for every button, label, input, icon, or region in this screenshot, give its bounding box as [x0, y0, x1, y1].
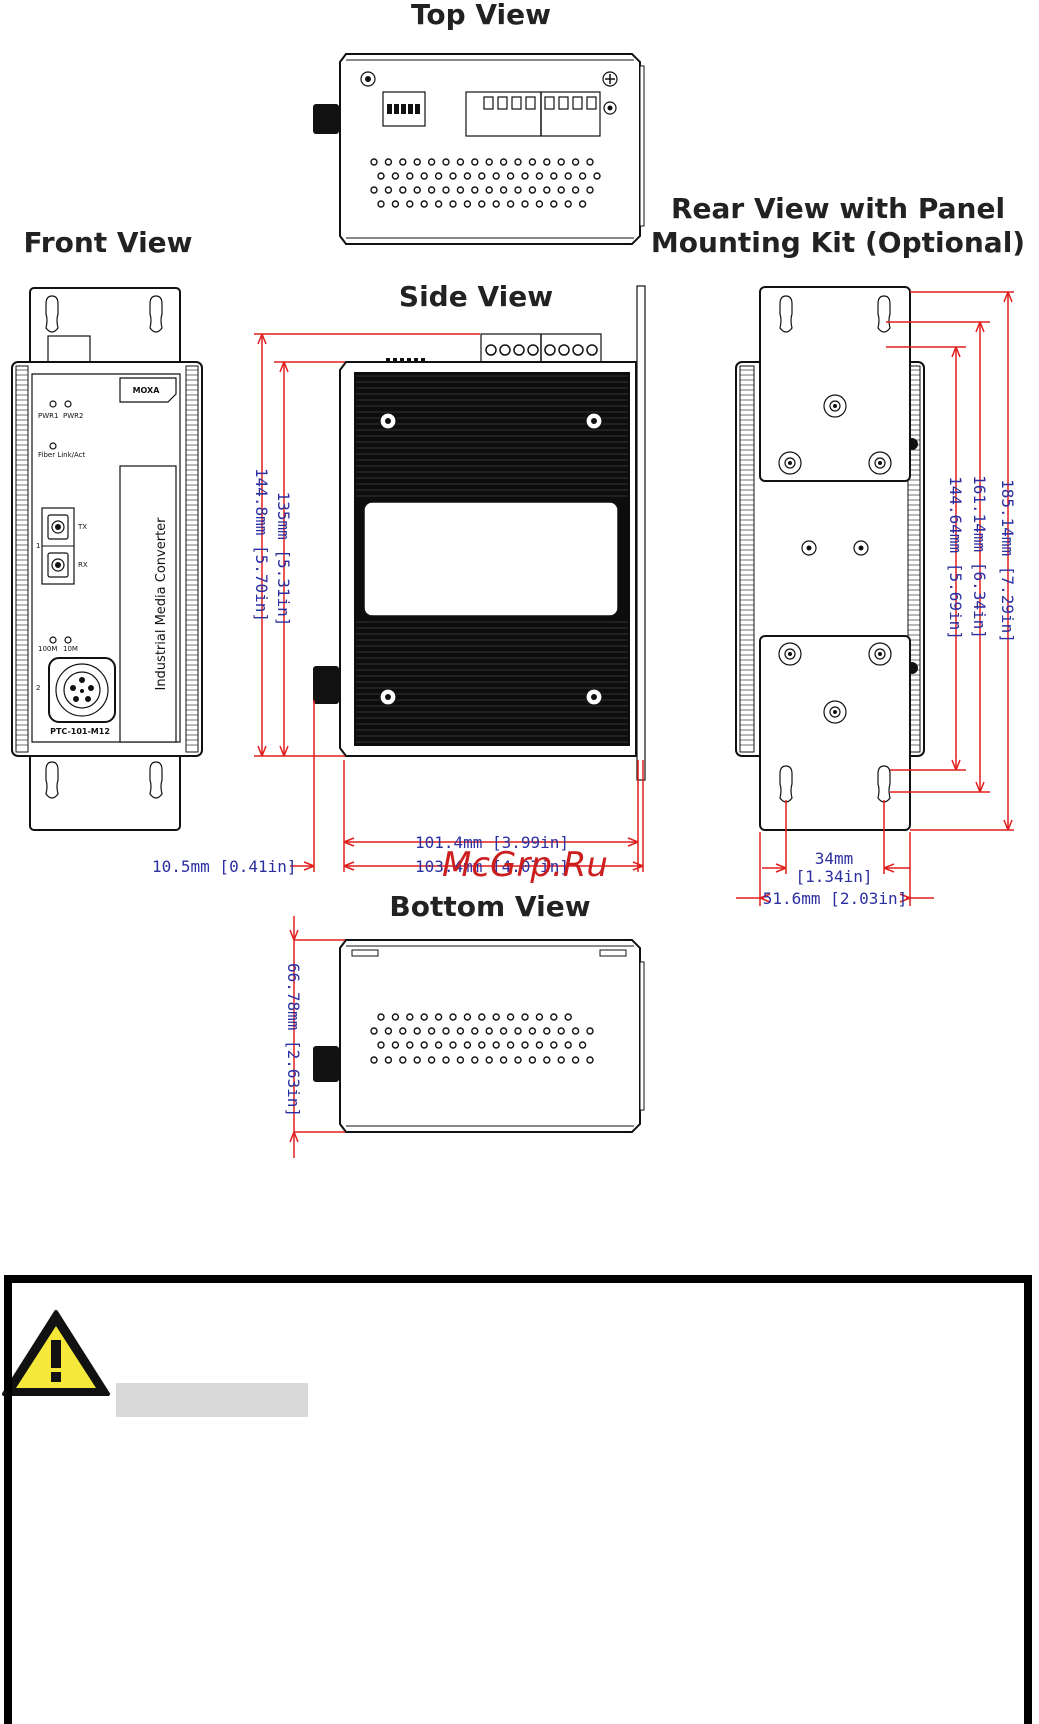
- side-view-drawing: [313, 285, 646, 781]
- bottom-view-body: [339, 939, 641, 1133]
- warning-icon: [2, 1310, 110, 1396]
- dim-34: 34mm: [815, 849, 854, 868]
- dim-51-6: 51.6mm [2.03in]: [763, 889, 908, 908]
- pwr2-label: PWR2: [63, 412, 83, 420]
- front-view-title: Front View: [23, 226, 192, 259]
- dim-10-5: 10.5mm [0.41in]: [152, 857, 297, 876]
- front-view-drawing: MOXA Industrial Media Converter PWR1 PWR…: [11, 287, 203, 831]
- pwr1-led: [49, 400, 57, 408]
- side-screws: [379, 412, 603, 706]
- tx-label: TX: [77, 523, 87, 531]
- top-view-title: Top View: [411, 0, 551, 31]
- top-vent-holes: [370, 158, 601, 208]
- port1-label: 1: [36, 542, 40, 550]
- bottom-dimensions: [289, 916, 345, 1158]
- watermark-text: McGrp.Ru: [442, 845, 608, 885]
- side-label-area: [363, 501, 619, 617]
- rear-view-title-line2: Mounting Kit (Optional): [651, 226, 1025, 259]
- side-m12-plug: [313, 666, 339, 704]
- top-connector-plug: [313, 104, 339, 134]
- rear-dimensions: [736, 291, 1014, 906]
- product-name-label: Industrial Media Converter: [154, 517, 169, 691]
- side-view-title: Side View: [399, 280, 553, 313]
- fiber-led: [49, 442, 57, 450]
- warning-label-placeholder: [116, 1383, 308, 1417]
- pwr2-led: [64, 400, 72, 408]
- dim-103-4: 103.4mm [4.07in]: [415, 857, 569, 876]
- top-view-body: [339, 53, 641, 245]
- port2-label: 2: [36, 684, 40, 692]
- rear-top-bracket: [759, 286, 911, 482]
- model-label: PTC-101-M12: [50, 727, 110, 736]
- rear-keyhole-top-left: [779, 295, 793, 333]
- dim-34-in: [1.34in]: [795, 867, 872, 886]
- dim-135: 135mm [5.31in]: [274, 492, 293, 627]
- dim-144-64: 144.64mm [5.69in]: [946, 476, 965, 640]
- side-dimensions: [254, 333, 644, 872]
- dim-185-14: 185.14mm [7.29in]: [998, 479, 1017, 643]
- 100m-led: [49, 636, 57, 644]
- fiber-label: Fiber Link/Act: [38, 451, 86, 459]
- rear-view-drawing: [735, 286, 925, 831]
- dim-144-8: 144.8mm [5.70in]: [252, 468, 271, 622]
- dim-66-78: 66.78mm [2.63in]: [284, 963, 303, 1117]
- pwr1-label: PWR1: [38, 412, 58, 420]
- rear-bottom-bracket: [759, 635, 911, 831]
- rear-screws: [778, 394, 892, 724]
- front-keyhole-top-left: [45, 295, 59, 333]
- bottom-view-title: Bottom View: [389, 890, 590, 923]
- bottom-view-drawing: [313, 939, 645, 1133]
- dim-101-4: 101.4mm [3.99in]: [415, 833, 569, 852]
- bottom-vent-holes: [370, 1013, 594, 1064]
- rear-view-title-line1: Rear View with Panel: [671, 192, 1005, 225]
- 10m-label: 10M: [63, 645, 78, 653]
- warning-box: [4, 1275, 1032, 1724]
- top-view-drawing: [313, 53, 645, 245]
- bottom-m12-plug: [313, 1046, 339, 1082]
- 100m-label: 100M: [38, 645, 57, 653]
- 10m-led: [64, 636, 72, 644]
- dim-161-14: 161.14mm [6.34in]: [970, 475, 989, 639]
- moxa-logo: MOXA: [133, 386, 161, 395]
- rx-label: RX: [78, 561, 88, 569]
